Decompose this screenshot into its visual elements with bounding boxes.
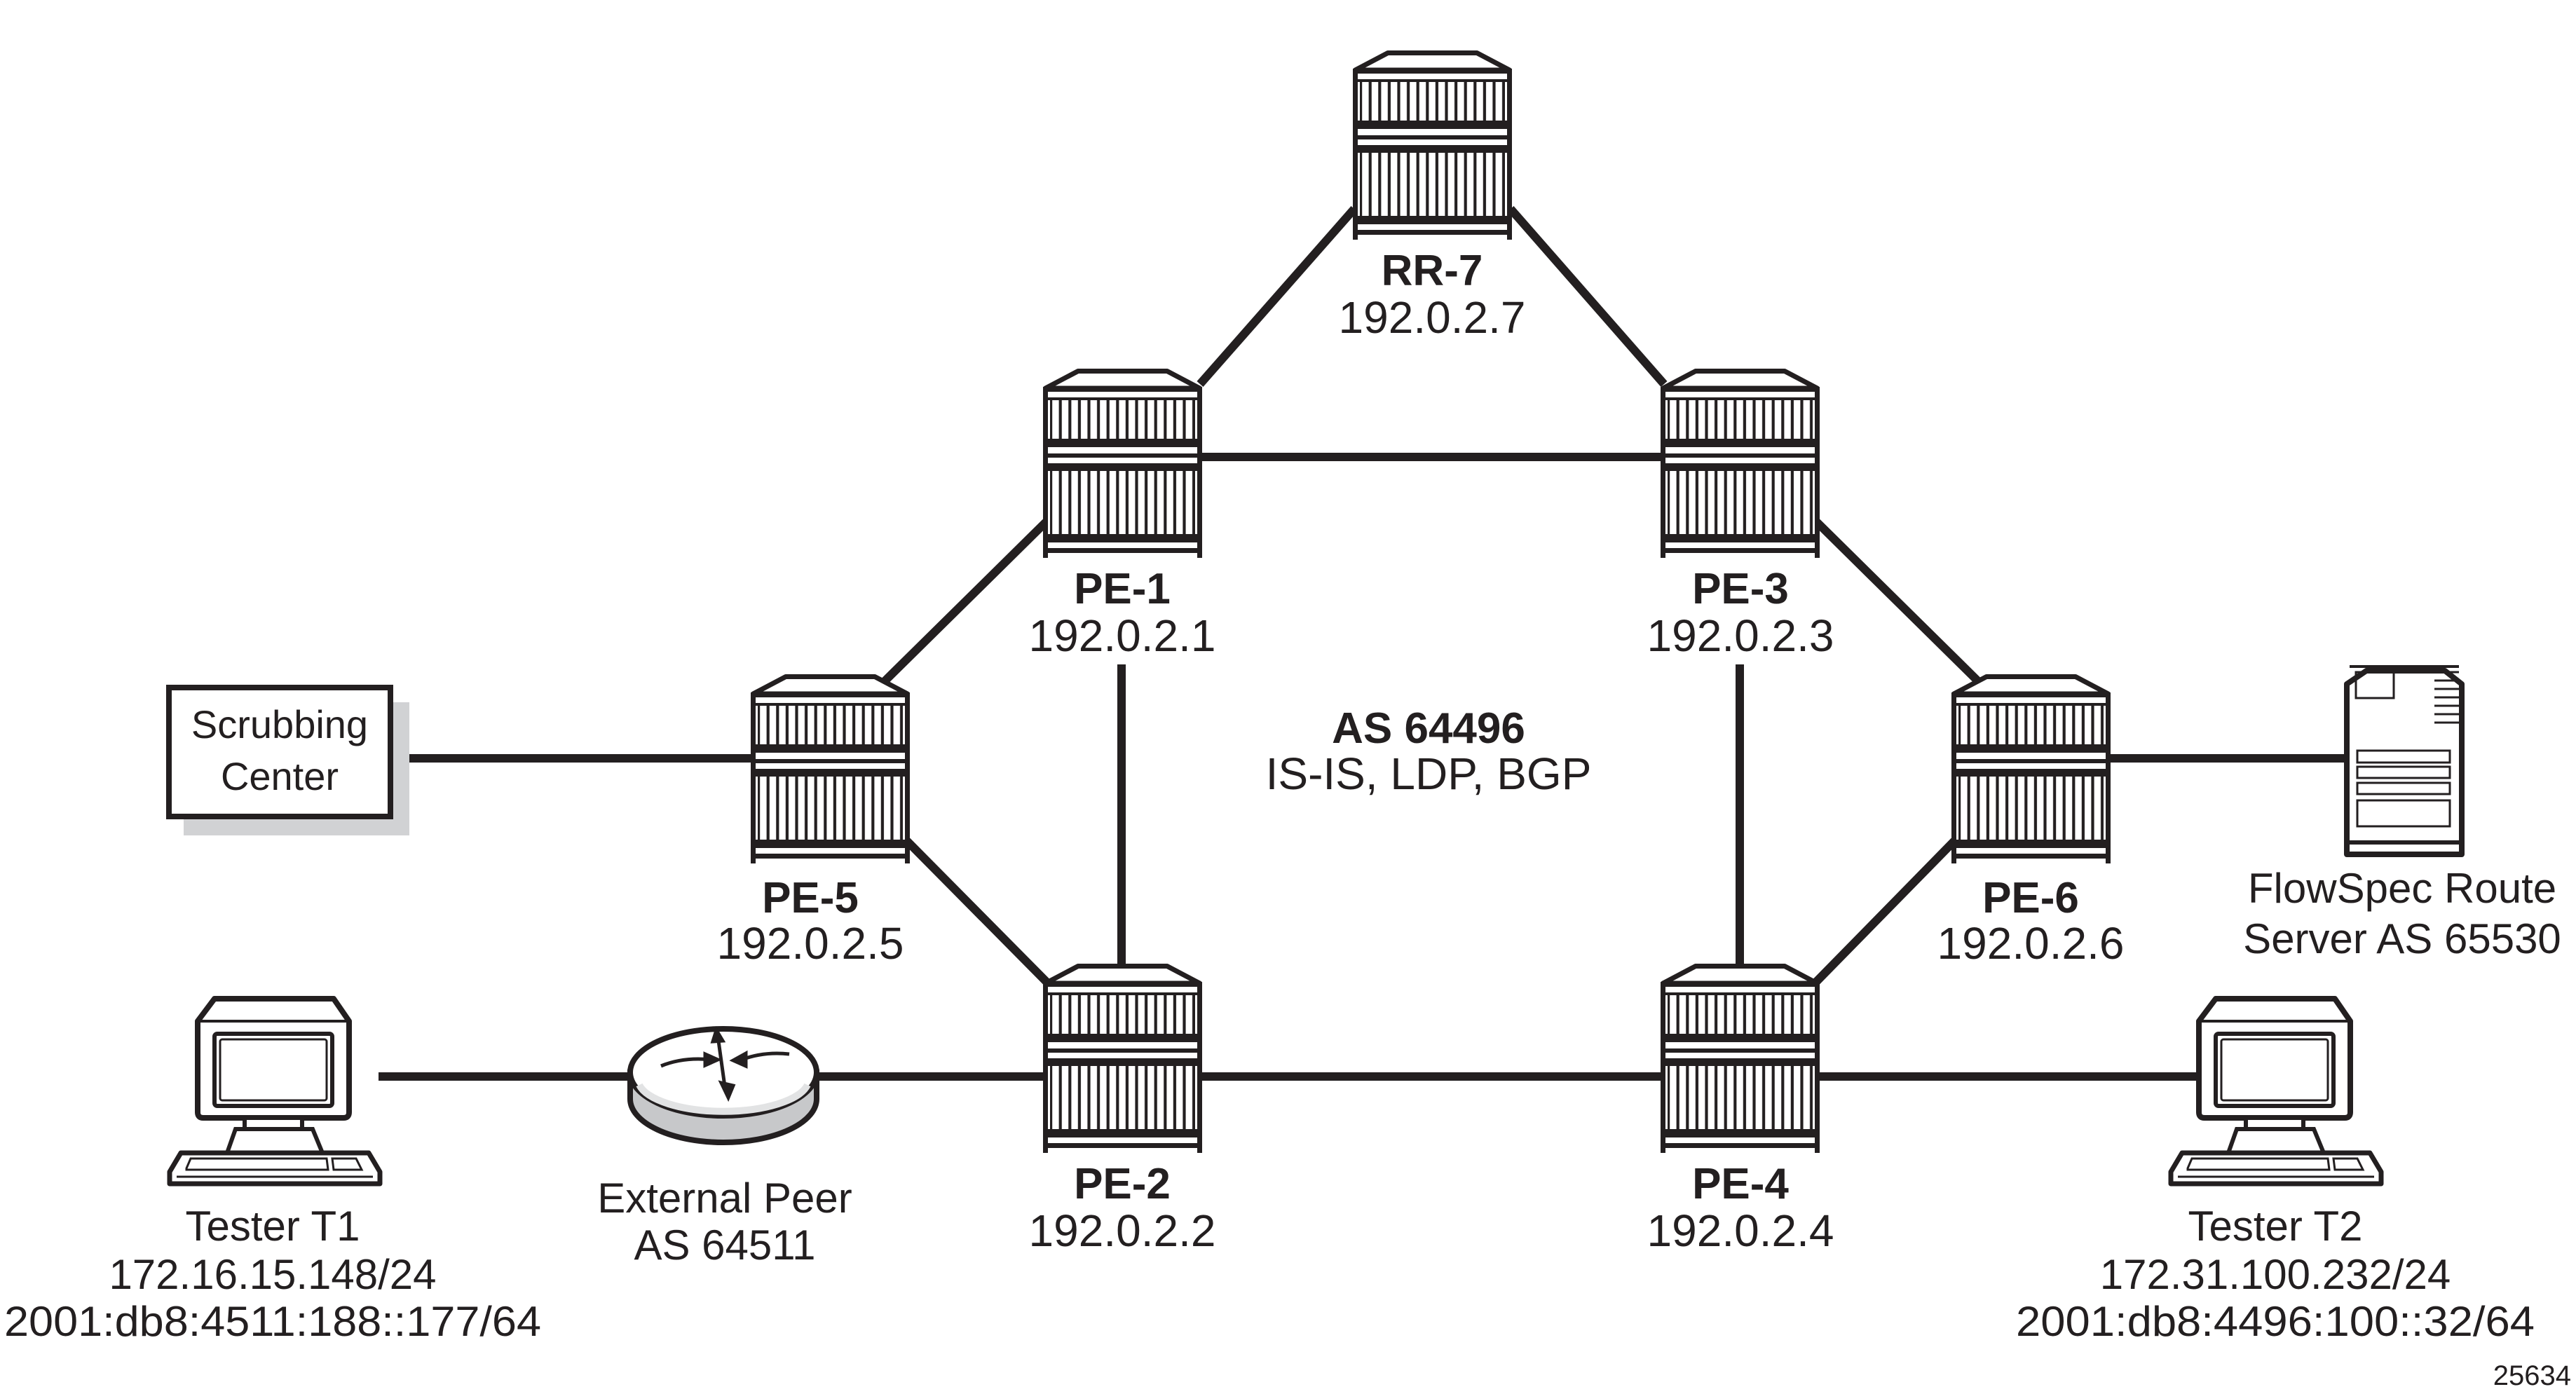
scrubbing-box [166,685,393,819]
router-pe3[interactable]: PE-3 192.0.2.3 [1647,371,1834,662]
scrubbing-label-line2: Center [221,754,339,798]
tester-t1[interactable]: Tester T1 172.16.15.148/24 2001:db8:4511… [4,999,541,1345]
router-pe4[interactable]: PE-4 192.0.2.4 [1647,966,1834,1257]
router-chassis-icon [1951,677,2111,864]
router-ip: 192.0.2.6 [1937,918,2125,969]
link-pe3-pe6 [1813,519,1982,685]
desktop-computer-icon [2171,999,2381,1184]
tester-ipv6: 2001:db8:4511:188::177/64 [4,1298,541,1345]
router-ip: 192.0.2.5 [717,918,904,969]
router-name: PE-1 [1074,565,1171,613]
tester-ipv4: 172.31.100.232/24 [2100,1251,2451,1298]
router-rr7[interactable]: RR-7 192.0.2.7 [1339,53,1526,343]
scrubbing-center[interactable]: Scrubbing Center [166,685,409,835]
as-domain-label: AS 64496 IS-IS, LDP, BGP [1266,704,1592,799]
server-label-line2: Server AS 65530 [2243,915,2561,962]
tester-ipv4: 172.16.15.148/24 [109,1251,436,1298]
router-name: PE-6 [1982,874,2079,922]
router-pe1[interactable]: PE-1 192.0.2.1 [1029,371,1216,662]
router-name: PE-2 [1074,1160,1171,1208]
tester-name: Tester T2 [2188,1203,2363,1250]
link-rr7-pe1 [1197,206,1358,387]
flowspec-route-server[interactable]: FlowSpec Route Server AS 65530 [2243,665,2561,962]
desktop-computer-icon [170,999,380,1184]
router-name: PE-4 [1692,1160,1789,1208]
router-ip: 192.0.2.3 [1647,610,1834,661]
link-pe5-pe2 [904,838,1051,986]
external-peer-label-line2: AS 64511 [634,1222,815,1269]
router-ip: 192.0.2.7 [1339,292,1526,343]
router-ip: 192.0.2.2 [1029,1205,1216,1256]
scrubbing-label-line1: Scrubbing [191,702,368,746]
router-name: PE-5 [762,874,859,922]
external-peer-label-line1: External Peer [597,1175,852,1222]
router-chassis-icon [1043,371,1202,559]
router-name: PE-3 [1692,565,1789,613]
router-chassis-icon [1353,53,1512,240]
as-protocols: IS-IS, LDP, BGP [1266,749,1592,799]
router-chassis-icon [751,677,910,864]
router-pe2[interactable]: PE-2 192.0.2.2 [1029,966,1216,1257]
router-pe5[interactable]: PE-5 192.0.2.5 [717,677,910,969]
router-ip: 192.0.2.4 [1647,1205,1834,1256]
router-chassis-icon [1661,371,1820,559]
server-label-line1: FlowSpec Route [2248,865,2556,912]
tester-ipv6: 2001:db8:4496:100::32/64 [2016,1298,2535,1345]
server-tower-icon [2344,665,2465,857]
router-chassis-icon [1043,966,1202,1154]
router-pe6[interactable]: PE-6 192.0.2.6 [1937,677,2125,969]
edge-router-icon [627,1025,819,1145]
router-name: RR-7 [1382,247,1483,295]
router-ip: 192.0.2.1 [1029,610,1216,661]
link-rr7-pe3 [1507,206,1668,387]
links [379,206,2347,1081]
as-number: AS 64496 [1332,704,1525,753]
tester-t2[interactable]: Tester T2 172.31.100.232/24 2001:db8:449… [2016,999,2535,1345]
tester-name: Tester T1 [186,1203,360,1250]
external-peer[interactable]: External Peer AS 64511 [597,1025,852,1269]
router-chassis-icon [1661,966,1820,1154]
link-pe1-pe5 [881,519,1049,685]
figure-number: 25634 [2493,1360,2571,1391]
link-pe6-pe4 [1812,838,1958,986]
